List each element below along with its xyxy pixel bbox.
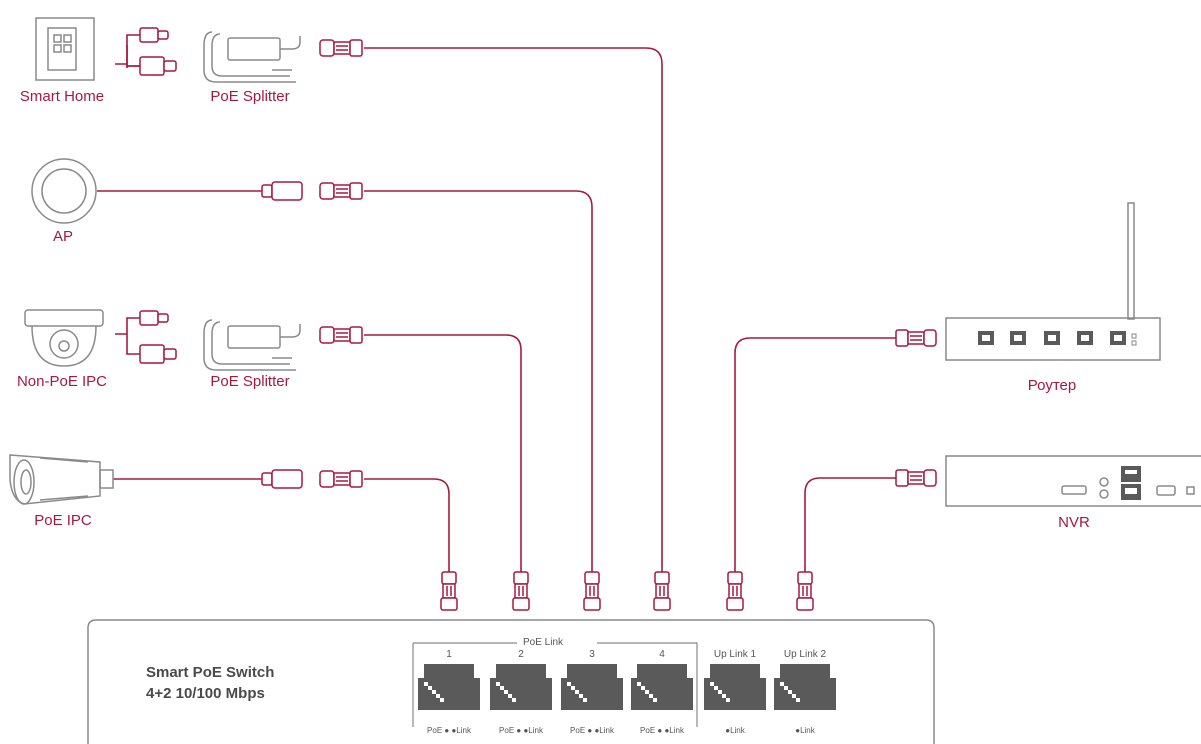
rj45-plug-icon <box>653 571 671 611</box>
switch-port-5 <box>704 664 766 710</box>
rj45-plug-icon <box>319 39 363 57</box>
ap-icon <box>31 158 97 224</box>
switch-port-label: Up Link 2 <box>783 649 827 660</box>
rj45-plug-icon <box>319 182 363 200</box>
horizontal-plugs <box>261 39 937 489</box>
poe-link-group-frame <box>412 642 698 727</box>
switch-port-led-label: PoE ● ●Link <box>427 726 471 735</box>
switch-port-label: 4 <box>659 649 665 660</box>
switch-ports <box>418 664 836 710</box>
cable-poe-ipc <box>364 478 450 572</box>
label-router: Роутер <box>1027 377 1077 394</box>
switch-port-6 <box>774 664 836 710</box>
rj45-plug-icon <box>261 181 303 201</box>
switch-port-label: Up Link 1 <box>713 649 757 660</box>
switch-port-label: 3 <box>589 649 595 660</box>
label-poe-splitter-2: PoE Splitter <box>210 373 290 390</box>
switch-body <box>87 619 935 744</box>
switch-port-led-label: ●Link <box>795 726 815 735</box>
switch-port-1 <box>418 664 480 710</box>
poe-splitter-icon-2 <box>203 319 301 371</box>
rj45-plug-icon <box>583 571 601 611</box>
switch-port-3 <box>561 664 623 710</box>
label-poe-ipc: PoE IPC <box>34 512 92 529</box>
rj45-plug-icon <box>895 469 937 487</box>
switch-title: Smart PoE Switch 4+2 10/100 Mbps <box>146 662 274 704</box>
rj45-plug-icon <box>440 571 458 611</box>
rj45-plug-icon <box>261 469 303 489</box>
rj45-plug-icon <box>512 571 530 611</box>
non-poe-ipc-plugs <box>139 310 177 364</box>
poe-link-group-label: PoE Link <box>519 637 568 648</box>
router-icon <box>945 202 1161 361</box>
switch-title-line2: 4+2 10/100 Mbps <box>146 685 265 702</box>
label-ap: AP <box>52 228 74 245</box>
label-smart-home: Smart Home <box>19 88 105 105</box>
rj45-plug-icon <box>319 470 363 488</box>
label-nvr: NVR <box>1058 514 1090 531</box>
switch-port-2 <box>490 664 552 710</box>
switch-port-led-label: PoE ● ●Link <box>570 726 614 735</box>
cable-non-poe-ipc <box>364 334 522 572</box>
switch-port-led-label: ●Link <box>725 726 745 735</box>
label-poe-splitter-1: PoE Splitter <box>210 88 290 105</box>
vertical-plugs <box>440 571 814 611</box>
switch-port-4 <box>631 664 693 710</box>
rj45-plug-icon <box>319 326 363 344</box>
rj45-plug-icon <box>796 571 814 611</box>
rj45-plug-icon <box>895 329 937 347</box>
smart-home-plugs <box>139 27 177 76</box>
switch-port-label: 1 <box>446 649 452 660</box>
label-non-poe-ipc: Non-PoE IPC <box>16 373 108 390</box>
cable-router <box>734 337 896 572</box>
cable-ap <box>364 190 593 572</box>
cable-branch-2 <box>115 317 140 355</box>
switch-port-led-label: PoE ● ●Link <box>640 726 684 735</box>
nvr-icon <box>945 455 1201 507</box>
cable-smart-home <box>364 47 663 572</box>
cable-nvr <box>804 477 896 572</box>
switch-title-line1: Smart PoE Switch <box>146 664 275 681</box>
cables <box>97 34 896 572</box>
rj45-plug-icon <box>726 571 744 611</box>
dome-camera-icon <box>24 309 104 367</box>
smart-home-icon <box>35 17 95 81</box>
poe-splitter-icon-1 <box>203 31 301 83</box>
switch-port-led-label: PoE ● ●Link <box>499 726 543 735</box>
switch-port-label: 2 <box>518 649 524 660</box>
bullet-camera-icon <box>9 454 114 505</box>
